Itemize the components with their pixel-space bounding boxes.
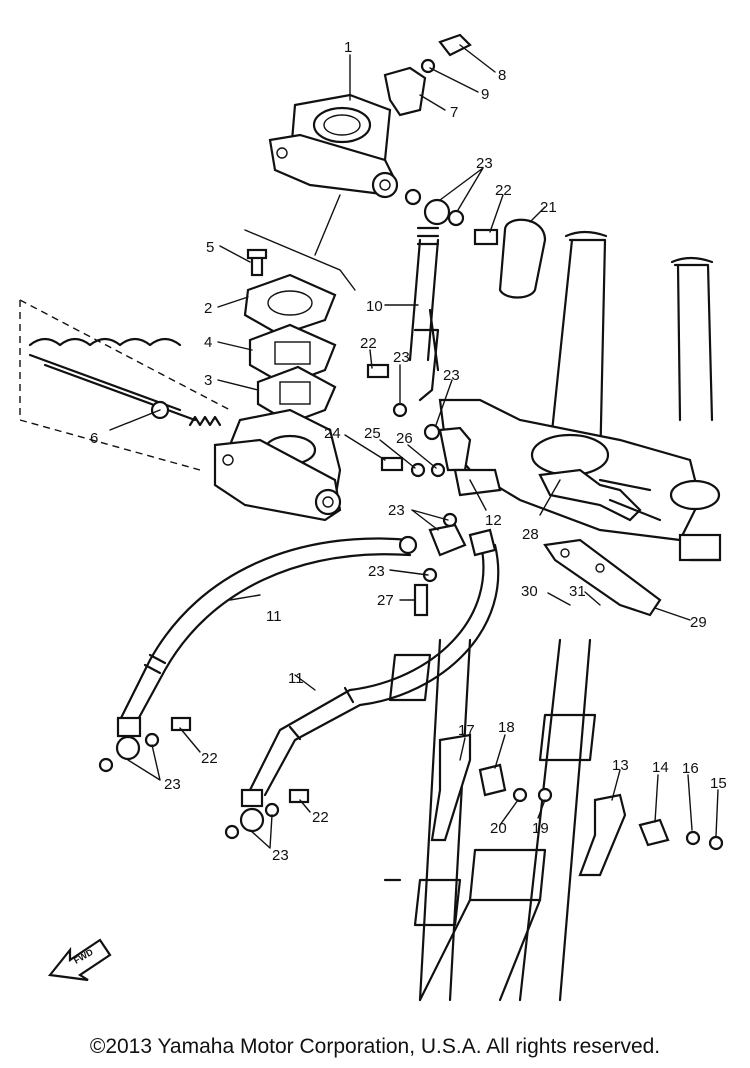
callout-13: 13 bbox=[612, 757, 629, 774]
fork-lower-legs bbox=[383, 653, 597, 1002]
callout-numbers: 1 2 3 4 5 6 7 8 9 10 11 11 12 13 14 15 1… bbox=[90, 39, 727, 864]
callout-29: 29 bbox=[690, 614, 707, 631]
caliper-fittings bbox=[98, 716, 310, 840]
front-fork-right bbox=[670, 256, 714, 422]
callout-6: 6 bbox=[90, 430, 98, 447]
callout-17: 17 bbox=[458, 722, 475, 739]
callout-31: 31 bbox=[569, 583, 586, 600]
fwd-arrow: FWD bbox=[47, 938, 112, 982]
callout-22a: 22 bbox=[495, 182, 512, 199]
callout-9: 9 bbox=[481, 86, 489, 103]
callout-23d: 23 bbox=[388, 502, 405, 519]
callout-26: 26 bbox=[396, 430, 413, 447]
leader-lines bbox=[109, 44, 719, 849]
callout-27: 27 bbox=[377, 592, 394, 609]
hose-guides bbox=[430, 733, 724, 877]
callout-11a: 11 bbox=[266, 608, 282, 625]
callout-18: 18 bbox=[498, 719, 515, 736]
fittings bbox=[366, 188, 547, 617]
master-cylinder-assembly bbox=[268, 93, 399, 199]
brake-lever-assembly bbox=[538, 468, 662, 522]
callout-8: 8 bbox=[498, 67, 506, 84]
callout-23f: 23 bbox=[164, 776, 181, 793]
brake-hose-11-upper bbox=[118, 537, 412, 727]
callout-10: 10 bbox=[366, 298, 383, 315]
callout-14: 14 bbox=[652, 759, 669, 776]
callout-15: 15 bbox=[710, 775, 727, 792]
callout-16: 16 bbox=[682, 760, 699, 777]
callout-30: 30 bbox=[521, 583, 538, 600]
clamp-holder bbox=[383, 33, 472, 117]
callout-21: 21 bbox=[540, 199, 557, 216]
screw-5 bbox=[246, 248, 268, 277]
group-bracket-upper bbox=[244, 229, 356, 291]
diaphragm-parts bbox=[243, 273, 337, 425]
callout-1: 1 bbox=[344, 39, 352, 56]
bracket-29 bbox=[543, 538, 662, 617]
callout-3: 3 bbox=[204, 372, 212, 389]
callout-28: 28 bbox=[522, 526, 539, 543]
callout-7: 7 bbox=[450, 104, 458, 121]
brake-hose-11-lower bbox=[248, 538, 500, 797]
callout-24: 24 bbox=[324, 425, 341, 442]
callout-5: 5 bbox=[206, 239, 214, 256]
callout-23c: 23 bbox=[443, 367, 460, 384]
callout-11b: 11 bbox=[288, 670, 304, 687]
callout-12: 12 bbox=[485, 512, 502, 529]
callout-4: 4 bbox=[204, 334, 212, 351]
copyright-notice: ©2013 Yamaha Motor Corporation, U.S.A. A… bbox=[89, 1035, 661, 1058]
callout-23g: 23 bbox=[272, 847, 289, 864]
piston-kit bbox=[19, 299, 231, 471]
callout-19: 19 bbox=[532, 820, 549, 837]
master-cylinder-body bbox=[213, 408, 342, 522]
callout-23a: 23 bbox=[476, 155, 493, 172]
callout-23e: 23 bbox=[368, 563, 385, 580]
parts-diagram: FWD bbox=[19, 33, 727, 1002]
brake-hose-10 bbox=[408, 226, 440, 402]
callout-22b: 22 bbox=[360, 335, 377, 352]
front-fork-left bbox=[418, 230, 608, 1002]
callout-22c: 22 bbox=[201, 750, 218, 767]
callout-20: 20 bbox=[490, 820, 507, 837]
callout-2: 2 bbox=[204, 300, 212, 317]
callout-25: 25 bbox=[364, 425, 381, 442]
callout-23b: 23 bbox=[393, 349, 410, 366]
callout-22d: 22 bbox=[312, 809, 329, 826]
